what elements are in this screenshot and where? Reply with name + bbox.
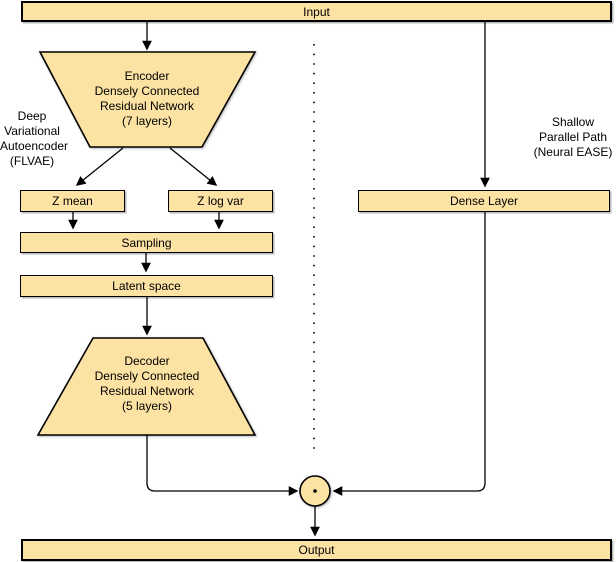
decoder-trapezoid-shape xyxy=(36,337,257,436)
arrow-decoder-to-product xyxy=(146,435,299,496)
node-dense-layer: Dense Layer xyxy=(358,190,610,212)
annotation-shallow-parallel-path: Shallow Parallel Path (Neural EASE) xyxy=(533,115,613,159)
node-sampling: Sampling xyxy=(20,232,273,253)
node-input: Input xyxy=(21,1,612,22)
node-output: Output xyxy=(21,539,612,561)
arrow-dense-layer-to-product xyxy=(332,212,486,496)
node-z-log-var: Z log var xyxy=(168,190,273,212)
encoder-trapezoid-shape xyxy=(38,51,257,148)
node-z-mean: Z mean xyxy=(20,190,125,212)
product-dot xyxy=(313,489,317,493)
arrow-encoder-to-z-log-var xyxy=(169,147,218,186)
node-latent-space: Latent space xyxy=(20,275,273,297)
annotation-deep-variational-autoencoder: Deep Variational Autoencoder (FLVAE) xyxy=(0,109,69,168)
encoder-label: Encoder Densely Connected Residual Netwo… xyxy=(94,69,200,128)
decoder-label: Decoder Densely Connected Residual Netwo… xyxy=(94,354,200,413)
arrow-encoder-to-z-mean xyxy=(75,147,124,186)
